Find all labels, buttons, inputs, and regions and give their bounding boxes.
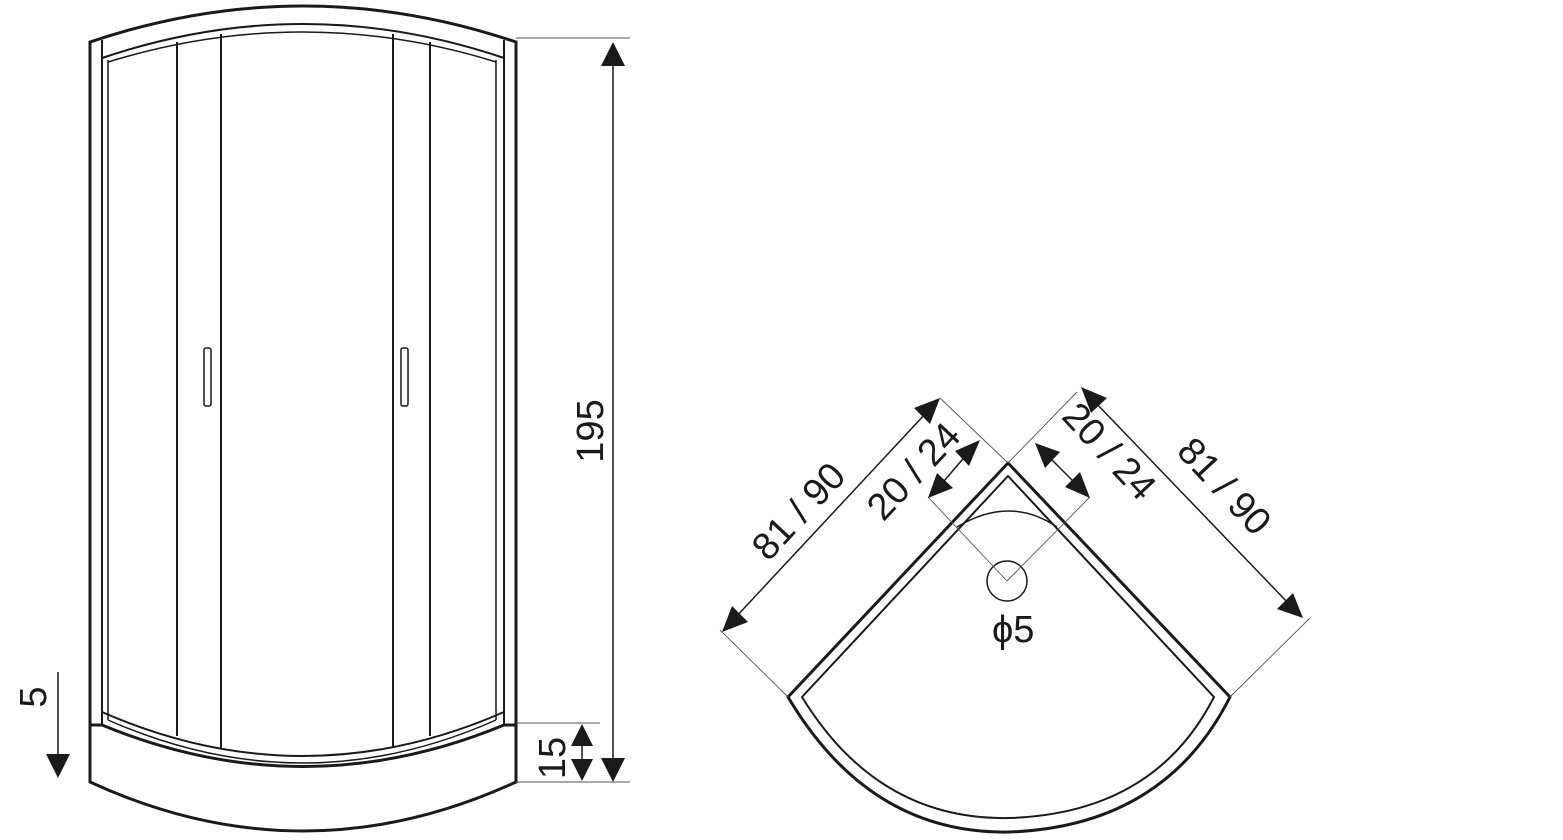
top-arch [88, 4, 518, 63]
tray-outline [786, 461, 1232, 834]
right-side-label: 81 / 90 [1169, 430, 1279, 544]
drain-circle [986, 560, 1028, 602]
extension-lines [719, 391, 1311, 698]
front-view: 195 15 5 [13, 4, 630, 833]
side-label: 5 [13, 686, 55, 707]
right-door-handle [400, 347, 409, 407]
right-wall-profile [495, 40, 518, 784]
left-side-label: 81 / 90 [744, 455, 854, 569]
height-label: 195 [570, 399, 612, 462]
right-door-dimension: 20 / 24 [1035, 395, 1164, 509]
side-dimension: 5 [13, 672, 70, 778]
right-door-label: 20 / 24 [1054, 395, 1164, 509]
height-dimension: 195 [516, 37, 630, 783]
tray-height-label: 15 [532, 737, 574, 779]
shower-tray [88, 711, 518, 833]
left-wall-profile [88, 40, 109, 784]
right-side-dimension: 81 / 90 [1081, 387, 1303, 618]
door-frames [176, 34, 431, 748]
left-side-dimension: 81 / 90 [722, 398, 940, 632]
left-door-handle [203, 347, 212, 407]
tray-height-dimension: 15 [516, 722, 600, 781]
drain-label: ϕ5 [992, 609, 1034, 651]
plan-view: ϕ5 81 / 90 20 / 24 [719, 387, 1311, 834]
inner-basin [956, 510, 1058, 528]
